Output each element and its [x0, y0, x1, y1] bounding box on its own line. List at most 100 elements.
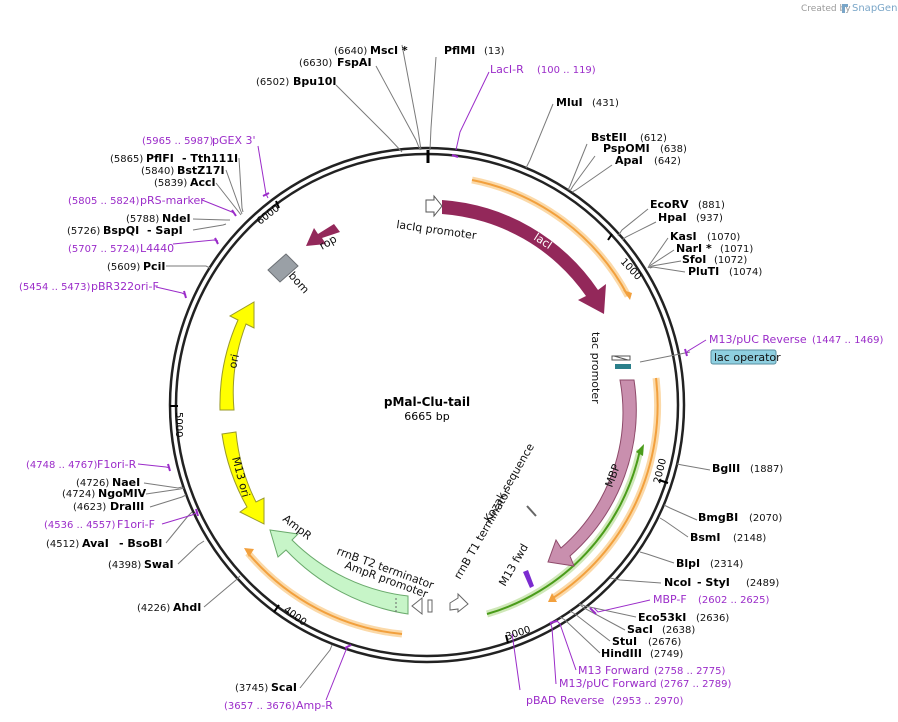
enzyme-stuI-pos: (2676): [648, 637, 681, 648]
enzyme-narI-name[interactable]: NarI *: [676, 242, 712, 255]
enzyme-pspOMI-name[interactable]: PspOMI: [603, 142, 650, 155]
tac-promoter-glyph[interactable]: [611, 355, 631, 369]
enzyme-mluI-name[interactable]: MluI: [556, 96, 583, 109]
m13-fwd-label: M13 fwd: [496, 542, 531, 589]
primer-amp-r-range: (3657 .. 3676): [224, 701, 296, 712]
primer-pbad-reverse-name[interactable]: pBAD Reverse: [526, 694, 604, 707]
orange-arc-top-arrowhead: [623, 290, 632, 300]
orange-arc-bottom: [247, 552, 403, 635]
enzyme-bstZ17I-name[interactable]: BstZ17I: [177, 164, 225, 177]
primer-f1ori-r-range: (4748 .. 4767): [26, 460, 98, 471]
rrnb-t1-glyph[interactable]: [449, 592, 469, 614]
enzyme-pflFI-name[interactable]: PflFI: [146, 152, 174, 165]
enzyme-bstZ17I-pos: (5840): [141, 166, 174, 177]
bom-feature[interactable]: [267, 253, 299, 283]
enzyme-bsoBI-name[interactable]: - BsoBI: [119, 537, 162, 550]
primer-m13puc-reverse-name[interactable]: M13/pUC Reverse: [709, 333, 807, 346]
primer-laci-r-name[interactable]: LacI-R: [490, 63, 524, 76]
primer-m13-forward-name[interactable]: M13 Forward: [578, 664, 649, 677]
enzyme-ecoRV-name[interactable]: EcoRV: [650, 198, 689, 211]
enzyme-swaI-pos: (4398): [108, 560, 141, 571]
primer-pbr322ori-f-range: (5454 .. 5473): [19, 282, 91, 293]
primer-pbr322ori-f-name[interactable]: pBR322ori-F: [91, 280, 159, 293]
enzyme-pflMI-name[interactable]: PflMI: [444, 44, 475, 57]
primer-amp-r-name[interactable]: Amp-R: [296, 699, 333, 712]
enzyme-stuI-name[interactable]: StuI: [612, 635, 637, 648]
enzyme-ecoRV-pos: (881): [698, 200, 725, 211]
primer-prs-marker-name[interactable]: pRS-marker: [140, 194, 205, 207]
primer-l4440-name[interactable]: L4440: [140, 242, 174, 255]
primer-m13puc-forward-name[interactable]: M13/pUC Forward: [559, 677, 657, 690]
enzyme-pluTI-name[interactable]: PluTI: [688, 265, 719, 278]
enzyme-sacI-name[interactable]: SacI: [627, 623, 653, 636]
primer-f1ori-f-name[interactable]: F1ori-F: [117, 518, 155, 531]
ampr-promoter-glyph[interactable]: [411, 596, 423, 616]
enzyme-fspAI-name[interactable]: FspAI: [337, 56, 372, 69]
enzyme-kasI-pos: (1070): [707, 232, 740, 243]
enzyme-narI-pos: (1071): [720, 244, 753, 255]
enzyme-mscI-name[interactable]: MscI *: [370, 44, 408, 57]
enzyme-eco53kI-name[interactable]: Eco53kI: [638, 611, 686, 624]
enzyme-scaI-name[interactable]: ScaI: [271, 681, 297, 694]
primer-mbp-f-range: (2602 .. 2625): [698, 595, 770, 606]
enzyme-bglII-name[interactable]: BglII: [712, 462, 740, 475]
enzyme-blpI-name[interactable]: BlpI: [676, 557, 700, 570]
enzyme-sacI-pos: (2638): [662, 625, 695, 636]
enzyme-hindIII-pos: (2749): [650, 649, 683, 660]
rrnb-t2-glyph[interactable]: [427, 599, 433, 613]
enzyme-bspQI-name[interactable]: BspQI: [103, 224, 139, 237]
m13-ori-feature[interactable]: [221, 431, 265, 525]
m13-fwd-glyph[interactable]: [523, 570, 534, 588]
lac-operator-tag[interactable]: [710, 349, 777, 365]
enzyme-ndeI-name[interactable]: NdeI: [162, 212, 191, 225]
enzyme-accI-name[interactable]: AccI: [190, 176, 216, 189]
enzyme-bpu10I-name[interactable]: Bpu10I: [293, 75, 337, 88]
enzyme-bsmI-name[interactable]: BsmI: [690, 531, 721, 544]
enzyme-eco53kI-pos: (2636): [696, 613, 729, 624]
enzyme-draIII-name[interactable]: DraIII: [110, 500, 144, 513]
enzyme-bmgBI-name[interactable]: BmgBI: [698, 511, 738, 524]
enzyme-ahdI-name[interactable]: AhdI: [173, 601, 201, 614]
enzyme-avaI-name[interactable]: AvaI: [82, 537, 109, 550]
enzyme-pspOMI-pos: (638): [660, 144, 687, 155]
enzyme-pflMI-pos: (13): [484, 46, 505, 57]
primer-f1ori-r-name[interactable]: F1ori-R: [97, 458, 137, 471]
enzyme-tth111I-name[interactable]: - Tth111I: [182, 152, 238, 165]
primer-pgex3-name[interactable]: pGEX 3': [212, 134, 256, 147]
tick-5000: 5000: [173, 412, 184, 437]
enzyme-hindIII-name[interactable]: HindIII: [601, 647, 642, 660]
enzyme-scaI-pos: (3745): [235, 683, 268, 694]
laci-feature[interactable]: [442, 200, 606, 314]
mbp-feature[interactable]: [547, 379, 637, 567]
tac-promoter-label: tac promoter: [589, 332, 602, 404]
ampr-feature[interactable]: [269, 529, 409, 615]
primer-mbp-f-name[interactable]: MBP-F: [653, 593, 687, 606]
enzyme-pciI-name[interactable]: PciI: [143, 260, 165, 273]
enzyme-styI-name[interactable]: - StyI: [697, 576, 730, 589]
primer-m13puc-forward-range: (2767 .. 2789): [660, 679, 732, 690]
primer-m13puc-reverse-range: (1447 .. 1469): [812, 335, 884, 346]
primer-l4440-range: (5707 .. 5724): [68, 244, 140, 255]
enzyme-hpaI-name[interactable]: HpaI: [658, 211, 687, 224]
enzyme-kasI-name[interactable]: KasI: [670, 230, 697, 243]
enzyme-sapI-name[interactable]: - SapI: [147, 224, 183, 237]
kozak-glyph[interactable]: [526, 505, 537, 517]
enzyme-sfoI-name[interactable]: SfoI: [682, 253, 706, 266]
enzyme-bstEII-name[interactable]: BstEII: [591, 131, 627, 144]
enzyme-ngoMIV-name[interactable]: NgoMIV: [98, 487, 147, 500]
laciq-promoter-label: lacIq promoter: [396, 218, 478, 242]
enzyme-naeI-name[interactable]: NaeI: [112, 476, 140, 489]
enzyme-bpu10I-pos: (6502): [256, 77, 289, 88]
laciq-promoter-arrow[interactable]: [425, 194, 443, 218]
lac-operator-leader: [639, 351, 691, 363]
enzyme-mscI-pos: (6640): [334, 46, 367, 57]
enzyme-apaI-name[interactable]: ApaI: [615, 154, 643, 167]
enzyme-bstEII-pos: (612): [640, 133, 667, 144]
rop-feature[interactable]: [306, 224, 340, 246]
enzyme-leader-lines: [143, 44, 711, 689]
ori-feature[interactable]: [219, 301, 255, 411]
enzyme-pluTI-pos: (1074): [729, 267, 762, 278]
enzyme-swaI-name[interactable]: SwaI: [144, 558, 174, 571]
enzyme-ncoI-name[interactable]: NcoI: [664, 576, 691, 589]
enzyme-accI-pos: (5839): [154, 178, 187, 189]
